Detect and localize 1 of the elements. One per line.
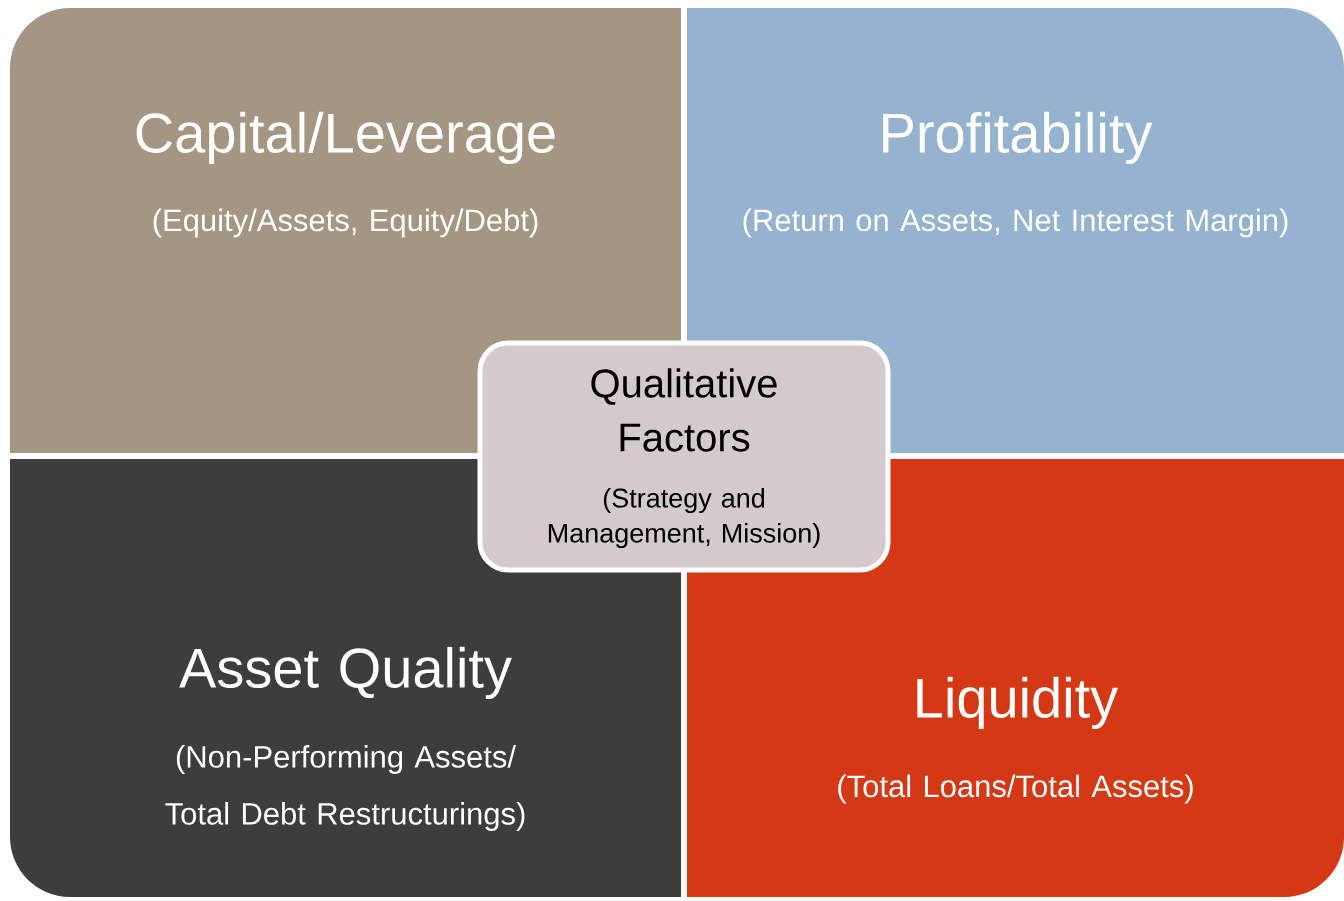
center-box: Qualitative Factors (Strategy and Management, Mission) bbox=[477, 340, 891, 573]
